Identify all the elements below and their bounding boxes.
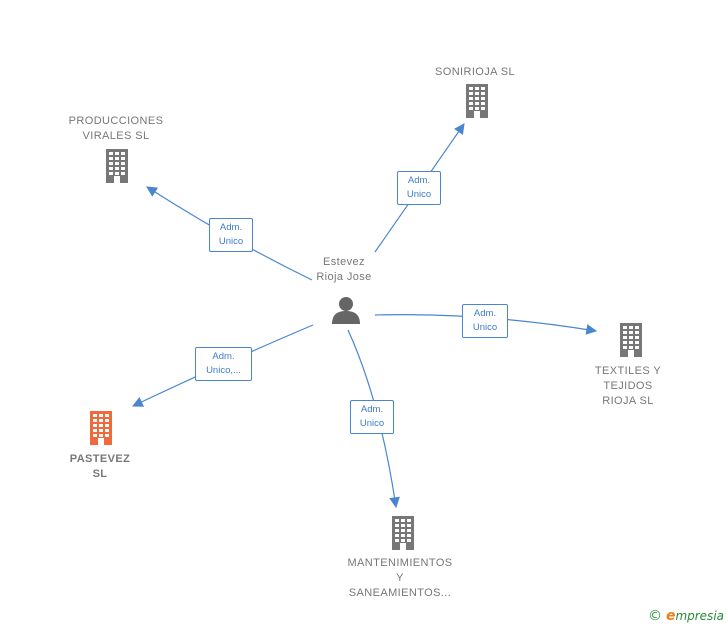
empresia-watermark: © empresia [648,608,724,624]
brand-logo: empresia [665,608,724,624]
company-name-sonirioja[interactable]: SONIRIOJA SL [435,66,515,78]
edge-label-sonirioja[interactable]: Adm.Unico [397,171,441,205]
person-icon[interactable] [331,295,361,325]
edge-label-producciones[interactable]: Adm.Unico [209,218,253,252]
building-icon[interactable] [102,149,132,188]
copyright-symbol: © [647,608,662,624]
edge-label-pastevez[interactable]: Adm.Unico,... [195,347,252,381]
edge-label-textiles[interactable]: Adm.Unico [462,304,508,338]
edge-label-mantenimientos[interactable]: Adm.Unico [350,400,394,434]
building-icon[interactable] [86,411,116,450]
building-icon[interactable] [616,323,646,362]
building-icon[interactable] [462,84,492,123]
building-icon[interactable] [388,516,418,555]
